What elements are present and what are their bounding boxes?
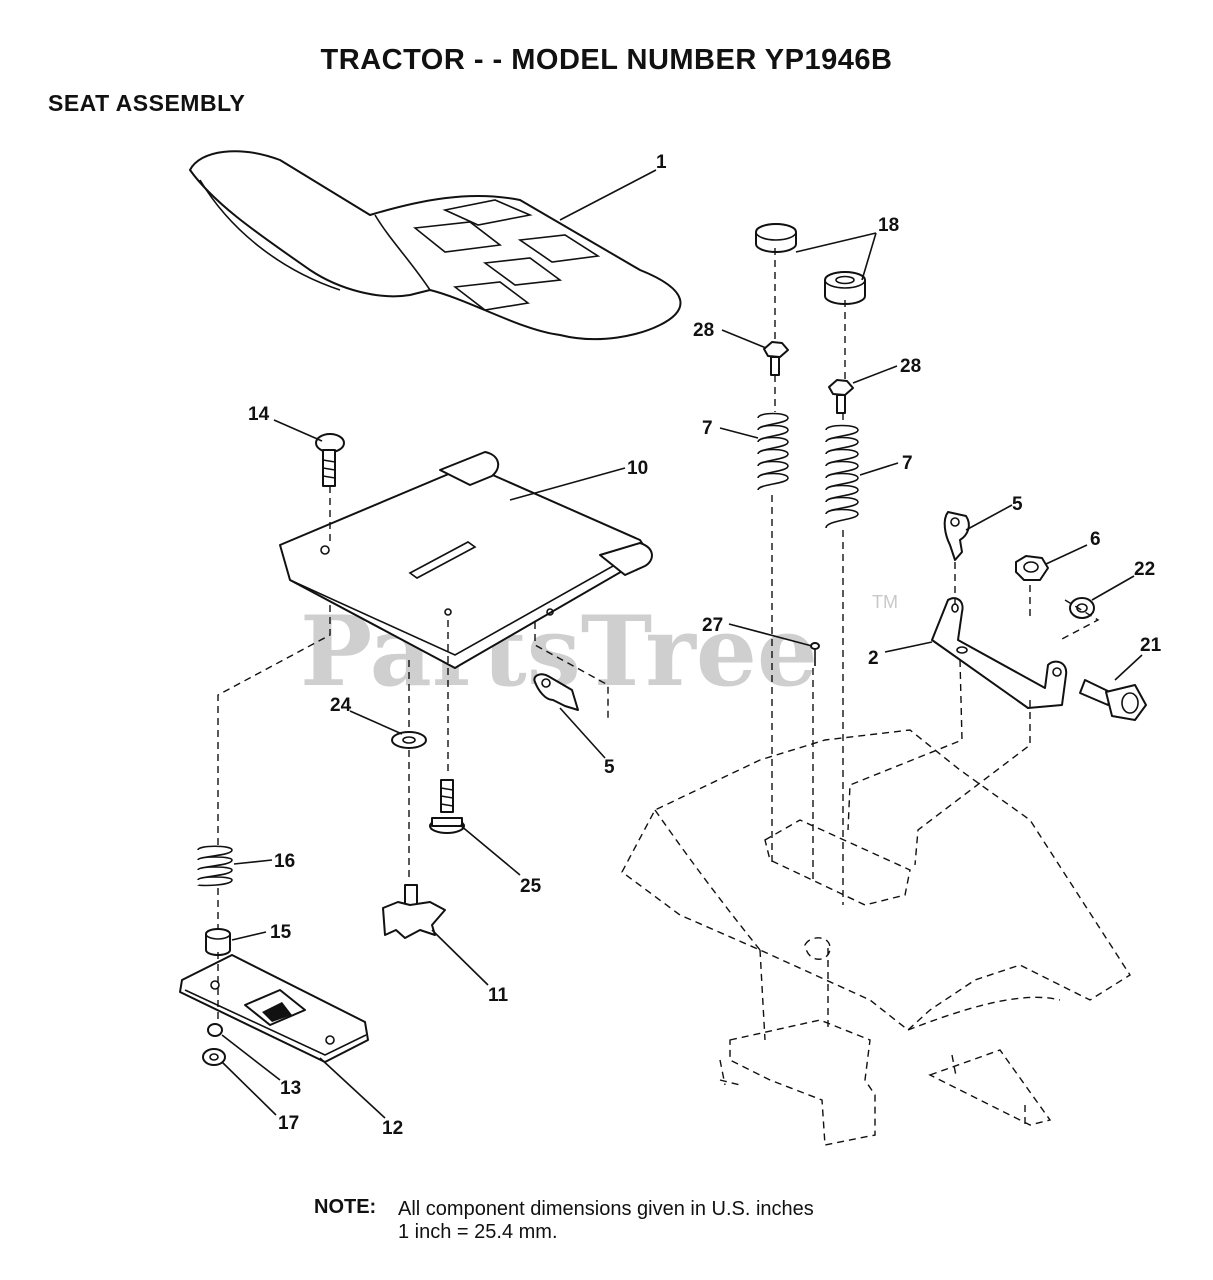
callout-28a: 28 (693, 320, 714, 341)
note-line-2: 1 inch = 25.4 mm. (398, 1221, 558, 1243)
tractor-frame-outline (621, 729, 1131, 1146)
callout-1: 1 (656, 152, 667, 173)
callout-27: 27 (702, 615, 723, 636)
part-nut-13[interactable] (207, 1023, 223, 1037)
part-knob[interactable] (382, 884, 446, 939)
section-subtitle: SEAT ASSEMBLY (48, 90, 246, 116)
callout-16: 16 (274, 851, 295, 872)
callout-22: 22 (1134, 559, 1155, 580)
part-springs[interactable] (757, 412, 859, 529)
callout-25: 25 (520, 876, 542, 897)
callout-15: 15 (270, 922, 292, 943)
callout-5a: 5 (1012, 494, 1023, 515)
part-spring-16[interactable] (197, 845, 233, 887)
part-shoulder-bolt[interactable] (1079, 679, 1147, 721)
part-track-plate[interactable] (179, 954, 369, 1063)
callout-7a: 7 (702, 418, 713, 439)
part-seat-pan[interactable] (279, 451, 653, 669)
callout-11: 11 (488, 985, 509, 1006)
watermark-tm: TM (872, 592, 898, 612)
note-line-1: All component dimensions given in U.S. i… (398, 1198, 814, 1220)
part-carriage-bolt[interactable] (315, 433, 345, 487)
callout-18: 18 (878, 215, 899, 236)
callout-14: 14 (248, 404, 270, 425)
callout-7b: 7 (902, 453, 913, 474)
part-clip-right[interactable] (943, 511, 970, 561)
part-washer-17[interactable] (202, 1048, 226, 1066)
part-spacer-15[interactable] (205, 928, 231, 956)
assembly-lines (217, 248, 1100, 1020)
callout-2: 2 (868, 648, 879, 669)
callout-labels: 1 18 28 28 14 10 7 7 5 6 22 27 2 21 24 5… (248, 152, 1162, 1139)
diagram-title: TRACTOR - - MODEL NUMBER YP1946B (320, 44, 893, 76)
part-clip-left[interactable] (533, 673, 579, 711)
callout-21: 21 (1140, 635, 1162, 656)
callout-10: 10 (627, 458, 648, 479)
callout-leader-lines (221, 169, 1143, 1119)
part-bolt-25[interactable] (429, 779, 465, 834)
callout-5b: 5 (604, 757, 615, 778)
part-washer-24[interactable] (391, 731, 427, 749)
part-bracket[interactable] (931, 597, 1068, 709)
callout-6: 6 (1090, 529, 1101, 550)
callout-24: 24 (330, 695, 352, 716)
callout-17: 17 (278, 1113, 299, 1134)
part-washer-bolts[interactable] (763, 341, 854, 414)
part-nut[interactable] (1015, 555, 1049, 581)
callout-28b: 28 (900, 356, 921, 377)
callout-13: 13 (280, 1078, 301, 1099)
part-spacers[interactable] (755, 223, 866, 305)
note-label: NOTE: (314, 1196, 377, 1218)
part-seat[interactable] (189, 150, 682, 341)
callout-12: 12 (382, 1118, 403, 1139)
